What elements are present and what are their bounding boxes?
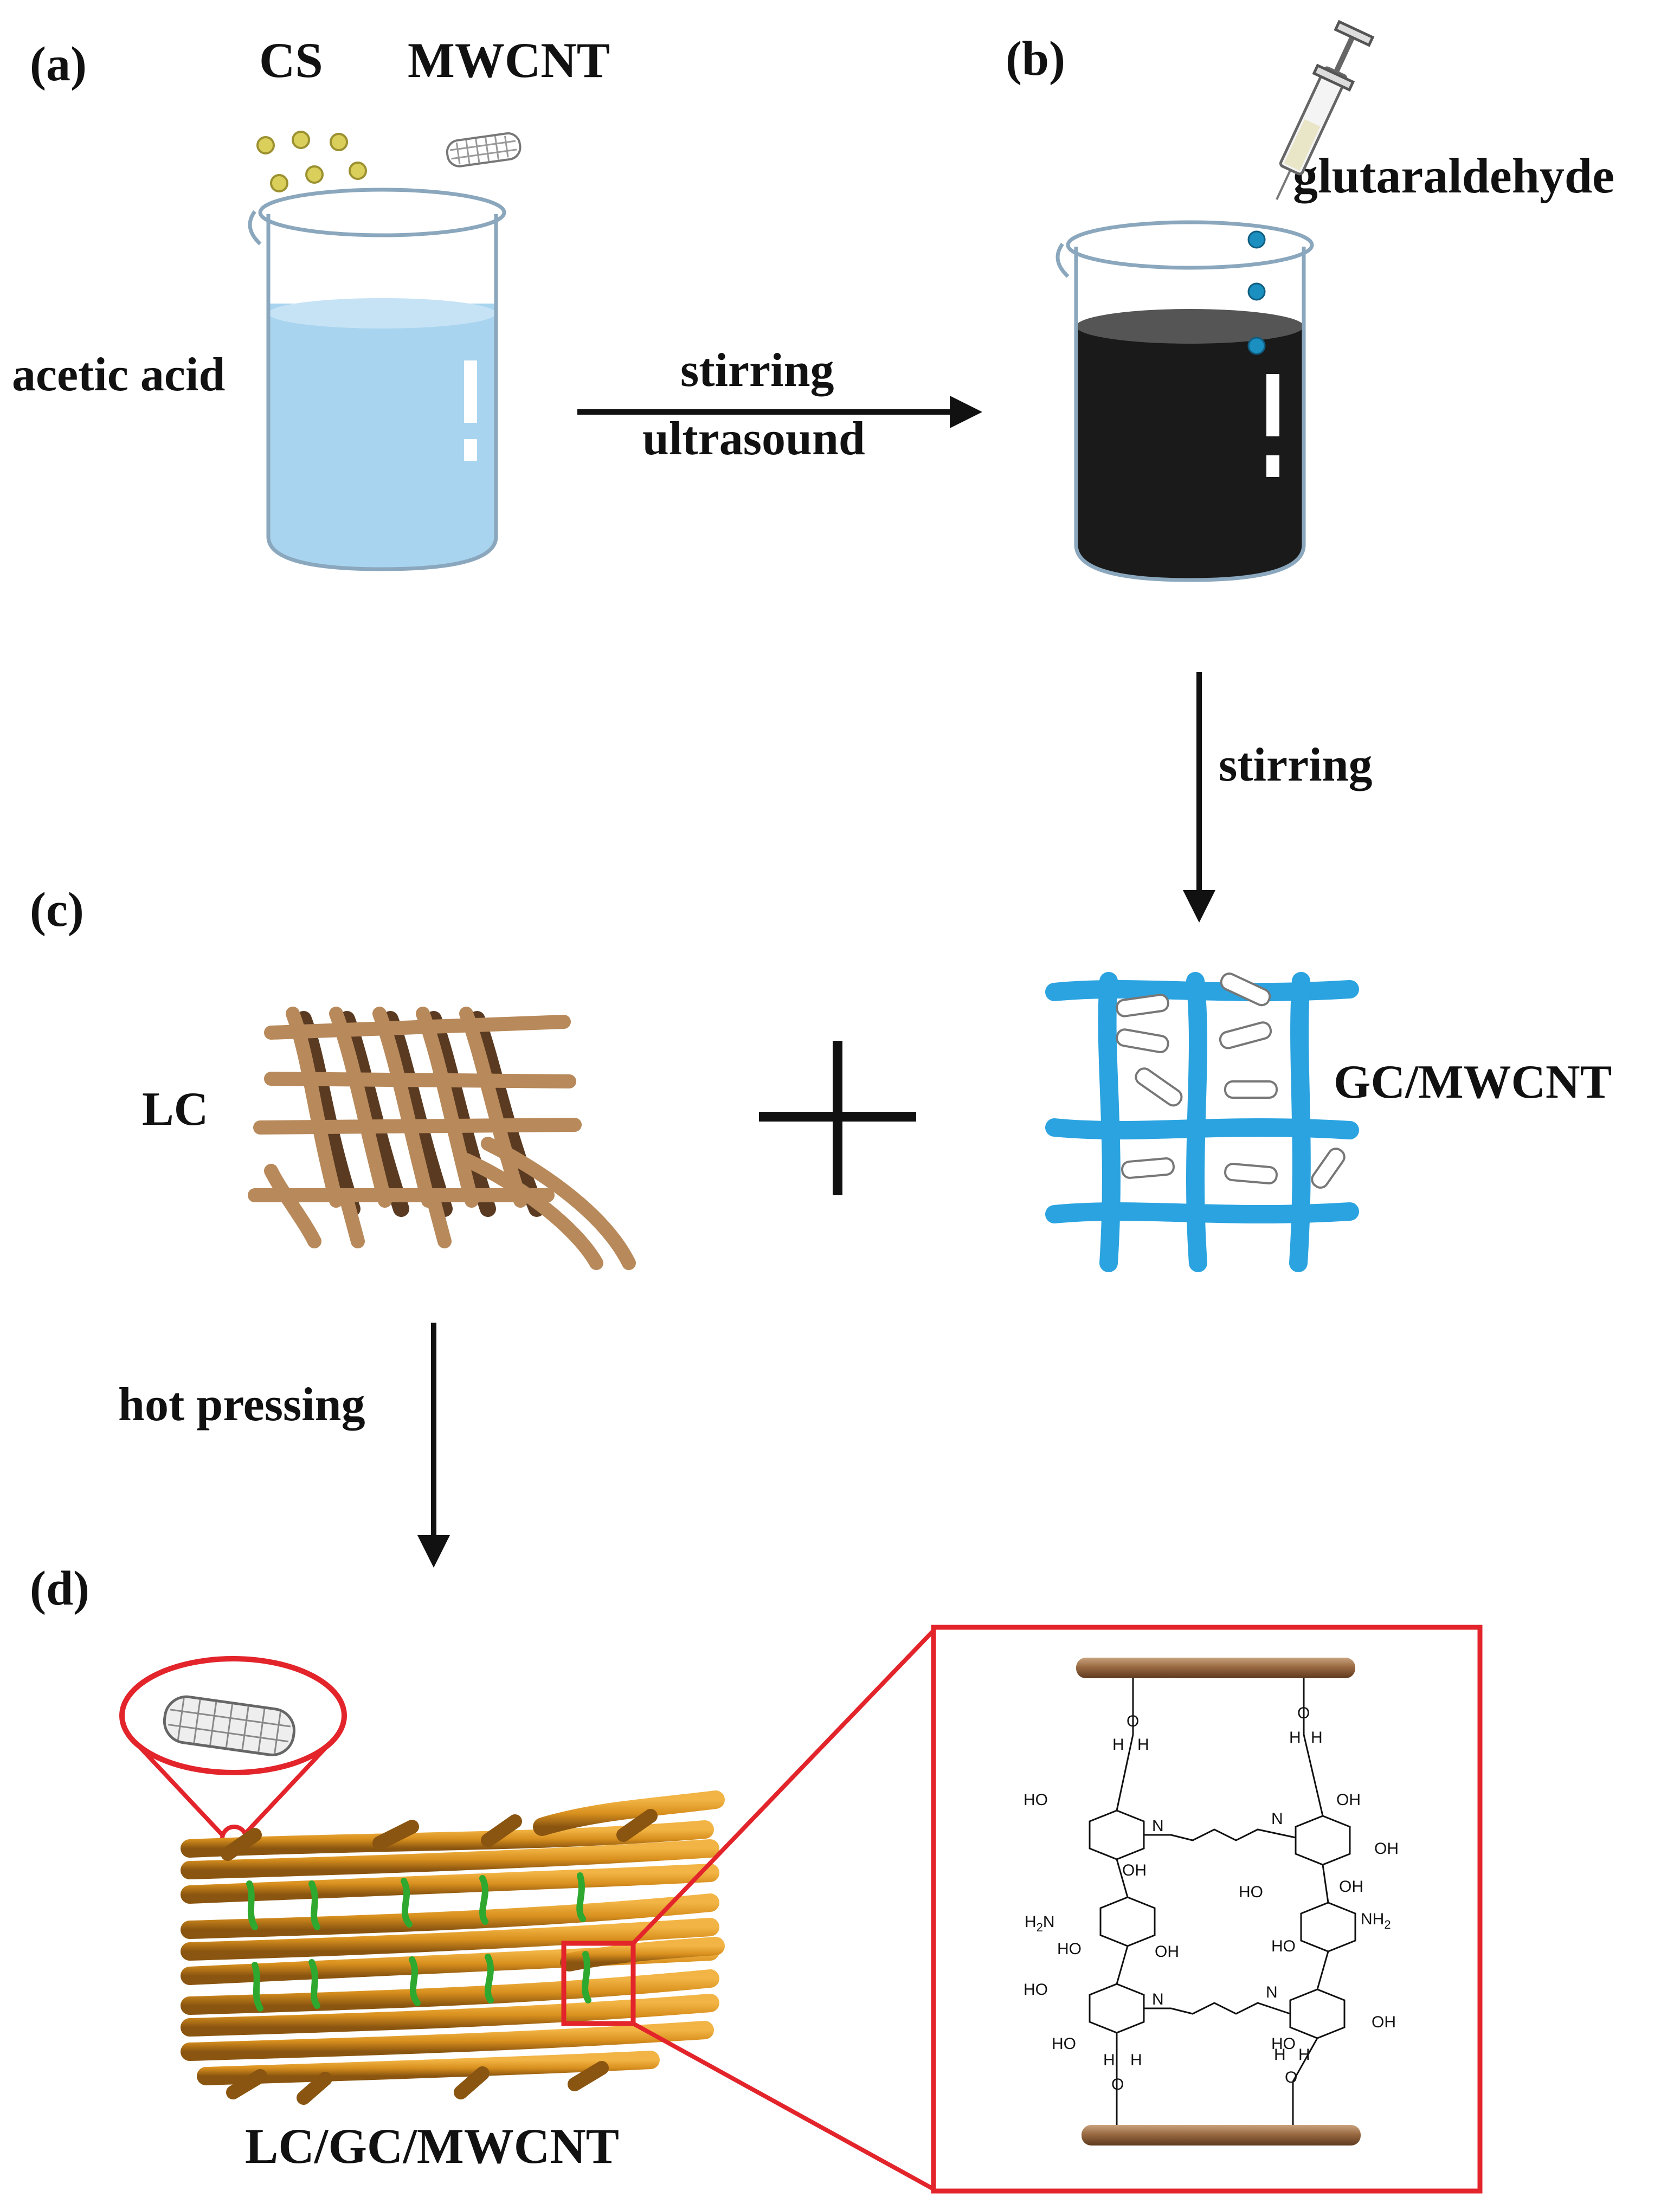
chem-h2n: H2N [1025,1913,1055,1934]
cs-particles [256,131,367,192]
chem-nh2: NH2 [1361,1910,1391,1931]
zoom-line-bottom [632,2021,936,2192]
beaker-acetic-acid [248,188,506,571]
chem-h-bottom-right-2: H [1298,2046,1310,2064]
chem-h-bottom-left-2: H [1130,2051,1142,2069]
syringe-icon [1276,20,1375,200]
chem-h-top-right-1: H [1289,1729,1301,1747]
chem-h-bottom-left-1: H [1103,2051,1115,2069]
composite-fiber-layers [181,1790,725,2105]
chem-n-2: N [1271,1810,1283,1828]
panel-label-b: (b) [1006,32,1065,86]
chem-oh-5: OH [1155,1943,1179,1961]
chem-h-top-left-1: H [1112,1736,1124,1754]
panel-label-c: (c) [30,883,84,937]
fiber-rod-bottom [1082,2125,1361,2146]
stirring-label-1: stirring [680,344,834,397]
mwcnt-tube-icon [446,132,522,167]
zoom-highlight-box [561,1941,636,2026]
chem-ho-4: HO [1271,1937,1296,1955]
beaker-dark-solution [1055,220,1314,582]
panel-label-a: (a) [30,37,87,91]
chem-o-bottom-left: O [1111,2076,1124,2093]
chem-ho-3: HO [1057,1940,1082,1958]
chem-h-top-right-2: H [1311,1729,1323,1747]
composite-label: LC/GC/MWCNT [245,2118,619,2174]
cs-label: CS [259,33,323,88]
chemical-structure: O H H O H H HO OH N N OH OH HO OH H2N NH… [1024,1658,1399,2146]
glutaraldehyde-drops [1247,230,1266,355]
chem-oh-1: OH [1122,1861,1147,1879]
hot-pressing-label: hot pressing [118,1378,365,1431]
ultrasound-label: ultrasound [642,413,865,465]
chem-h-top-left-2: H [1137,1736,1149,1754]
stirring-label-2: stirring [1219,739,1373,791]
gc-network-icon [1045,972,1359,1272]
chem-n-3: N [1152,1990,1164,2008]
chem-n-4: N [1266,1983,1278,2001]
chem-oh-2: OH [1336,1791,1361,1809]
chem-ho-5: HO [1024,1981,1048,1999]
chemistry-zoom-panel [931,1625,1483,2194]
panel-label-d: (d) [30,1562,89,1615]
acetic-acid-label: acetic acid [12,349,225,401]
fiber-rod-top [1076,1658,1355,1678]
chem-ho-6: HO [1052,2035,1076,2053]
lc-fiber-bundle-icon [248,1007,636,1270]
chem-o-top-right: O [1297,1704,1310,1722]
chem-oh-4: OH [1339,1878,1363,1896]
chem-oh-6: OH [1372,2013,1396,2031]
chem-h-bottom-right-1: H [1274,2046,1286,2064]
chem-ho-2: HO [1239,1883,1263,1901]
chem-o-top-left: O [1127,1712,1139,1730]
plus-sign [759,1041,916,1195]
chem-oh-3: OH [1374,1840,1399,1858]
zoom-line-top [632,1627,937,1945]
mwcnt-tubes-in-network [1116,972,1346,1189]
lc-label: LC [142,1083,208,1136]
chem-n-1: N [1152,1817,1164,1835]
gc-mwcnt-label: GC/MWCNT [1334,1056,1612,1109]
mwcnt-label: MWCNT [408,33,610,88]
nanotube-callout [119,1656,347,1853]
glutaraldehyde-label: glutaraldehyde [1293,148,1614,203]
chem-o-bottom-right: O [1285,2069,1297,2086]
chem-ho-1: HO [1024,1791,1048,1809]
chem-ho-7: HO [1271,2035,1296,2053]
